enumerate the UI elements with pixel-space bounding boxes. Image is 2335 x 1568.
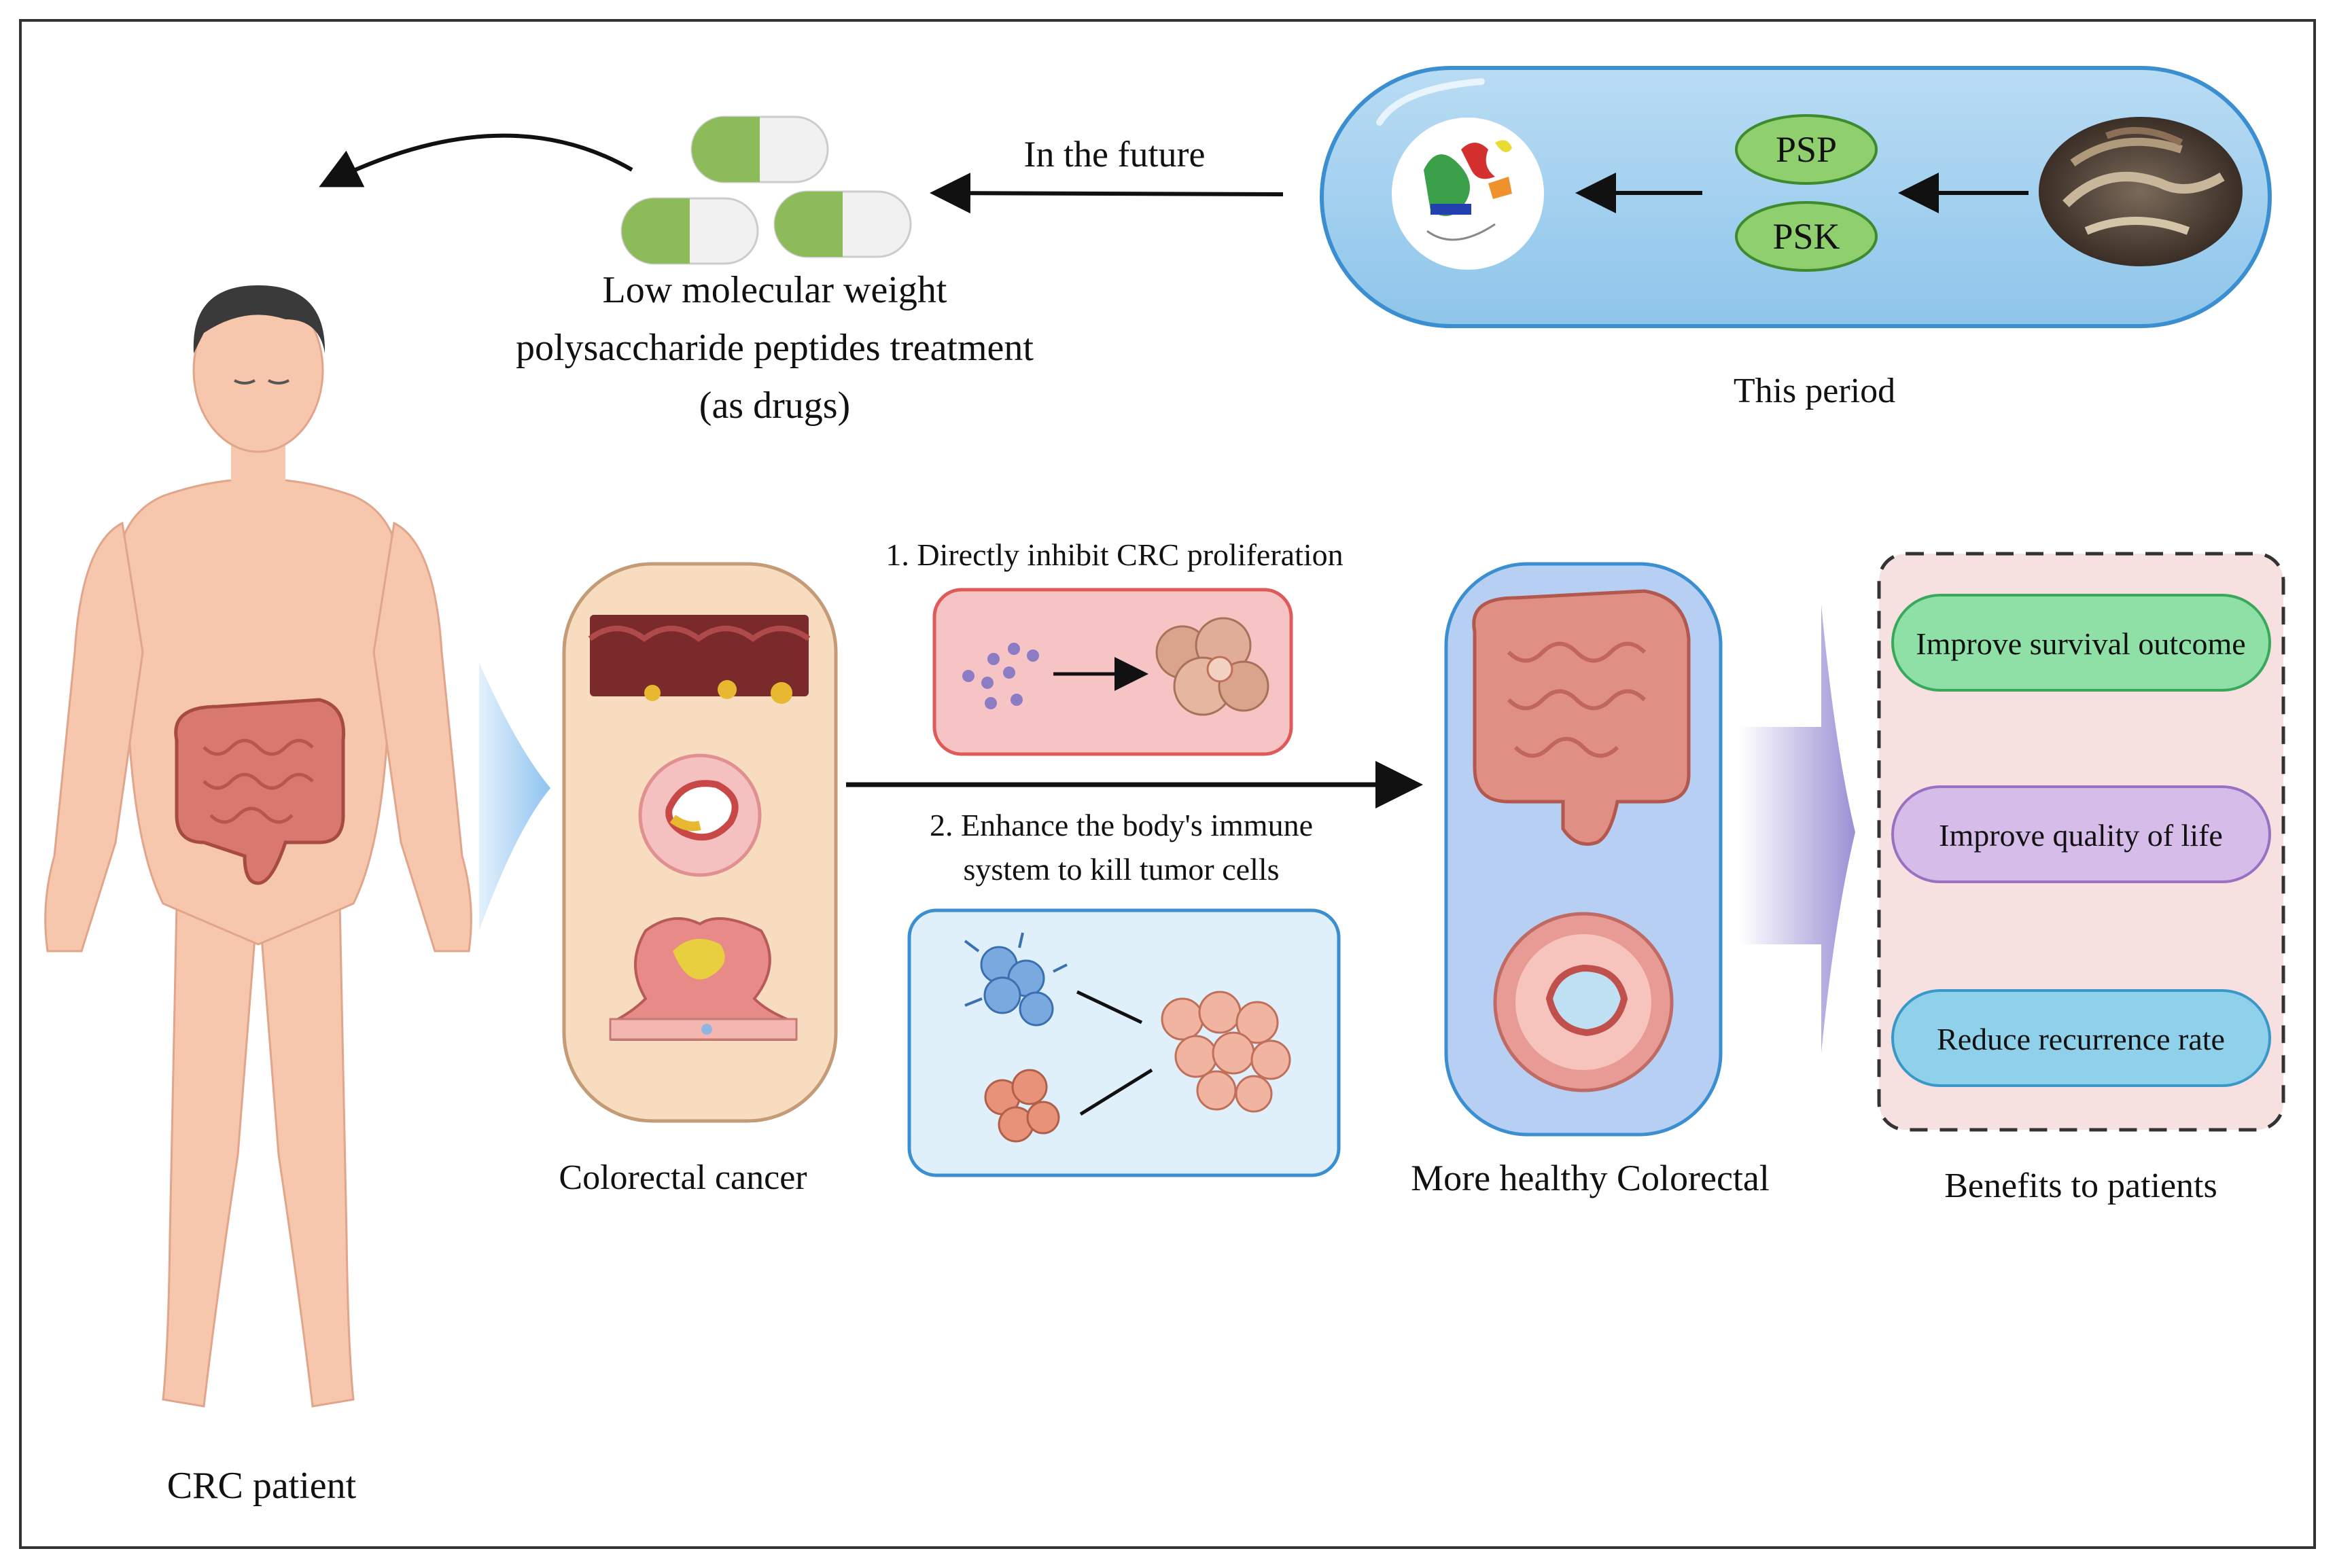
healthy-colorectal-panel: [1444, 562, 1723, 1137]
curved-arrow-to-patient: [319, 133, 633, 188]
drug-line-3: (as drugs): [699, 385, 850, 427]
future-arrow: [930, 173, 1284, 214]
drug-line-2: polysaccharide peptides treatment: [516, 327, 1034, 369]
benefit-recurrence-label: Reduce recurrence rate: [1937, 1022, 2225, 1056]
psk-label: PSK: [1772, 216, 1840, 257]
mushroom-photo: [2039, 117, 2243, 266]
healthy-intestine: [1472, 589, 1691, 846]
benefit-recurrence: Reduce recurrence rate: [1891, 989, 2271, 1087]
mechanism-1-label: 1. Directly inhibit CRC proliferation: [885, 537, 1343, 572]
future-label: In the future: [1024, 134, 1206, 175]
patient-intestine: [174, 698, 346, 885]
protein-structure-icon: [1392, 118, 1544, 270]
healthy-label: More healthy Colorectal: [1411, 1158, 1770, 1198]
immune-panel: [907, 908, 1341, 1177]
benefit-survival: Improve survival outcome: [1891, 594, 2271, 692]
immune-cells-icon: [964, 932, 1068, 1027]
psk-pill: PSK: [1735, 201, 1878, 272]
colorectal-cancer-panel: [562, 562, 838, 1123]
this-period-caption: This period: [1734, 372, 1895, 410]
proliferation-panel: [932, 588, 1293, 756]
tumor-cluster-icon: [1155, 617, 1269, 716]
figure-border: [19, 19, 2316, 1549]
benefits-panel: Improve survival outcome Improve quality…: [1877, 552, 2285, 1132]
benefit-quality-label: Improve quality of life: [1939, 818, 2223, 853]
psp-pill: PSP: [1735, 114, 1878, 185]
cancer-label: Colorectal cancer: [559, 1158, 807, 1197]
benefit-survival-label: Improve survival outcome: [1916, 626, 2245, 661]
mechanism-2-line-1: 2. Enhance the body's immune: [930, 808, 1313, 842]
purple-benefit-arrow: [1740, 605, 1855, 1053]
tumor-cells-icon: [1161, 991, 1291, 1113]
psp-label: PSP: [1776, 129, 1837, 170]
drug-capsules-icon: [620, 115, 912, 265]
benefit-quality: Improve quality of life: [1891, 785, 2271, 883]
drug-line-1: Low molecular weight: [603, 269, 947, 311]
current-period-capsule: PSP PSK This period: [1320, 66, 2272, 410]
blue-chevron-arrow: [479, 662, 550, 931]
polysaccharide-dots: [962, 643, 1039, 709]
killer-cells-icon: [984, 1069, 1060, 1143]
hair: [193, 285, 326, 353]
patient-body-illustration: [44, 285, 472, 1408]
mechanism-2-line-2: system to kill tumor cells: [963, 852, 1279, 887]
patient-label: CRC patient: [167, 1465, 357, 1507]
benefits-caption: Benefits to patients: [1944, 1166, 2217, 1205]
